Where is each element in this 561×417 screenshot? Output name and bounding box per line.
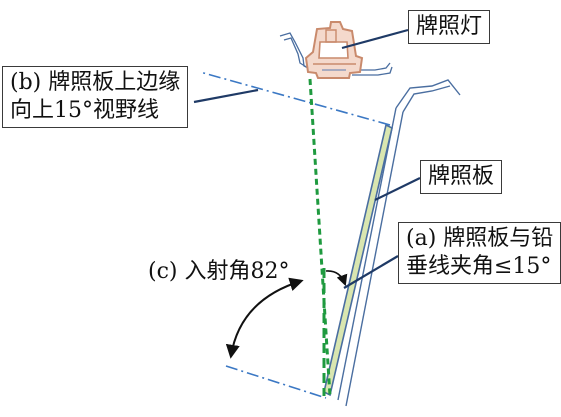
plate-angle-label-line2: 垂线夹角≤15° — [406, 254, 552, 279]
plate-label-text: 牌照板 — [428, 164, 495, 189]
incidence-angle-arc — [225, 277, 304, 359]
lamp-light-ray — [308, 78, 332, 397]
license-plate-lamp — [304, 21, 364, 79]
sightline-label-line1: (b) 牌照板上边缘 — [10, 70, 181, 95]
plate-angle-label-line1: (a) 牌照板与铅 — [406, 226, 554, 251]
plate-label: 牌照板 — [420, 160, 503, 194]
lamp-label: 牌照灯 — [408, 10, 491, 44]
bumper-trim-right — [352, 62, 393, 76]
sightline-label: (b) 牌照板上边缘 向上15°视野线 — [2, 66, 189, 128]
sightline-lower — [225, 365, 327, 399]
lamp-label-text: 牌照灯 — [416, 14, 483, 39]
lamp-leader-line — [341, 28, 409, 50]
sightline-upper — [199, 71, 391, 126]
plate-leader-line — [374, 177, 421, 201]
license-plate — [323, 123, 393, 397]
plate-angle-leader-line — [343, 255, 399, 289]
sightline-leader-line — [193, 88, 259, 104]
vehicle-body-panel — [337, 79, 461, 407]
sightline-label-line2: 向上15°视野线 — [10, 98, 159, 123]
incidence-angle-label: (c) 入射角82° — [148, 259, 290, 284]
plate-angle-arc — [325, 270, 348, 287]
plate-angle-label: (a) 牌照板与铅 垂线夹角≤15° — [398, 222, 561, 284]
